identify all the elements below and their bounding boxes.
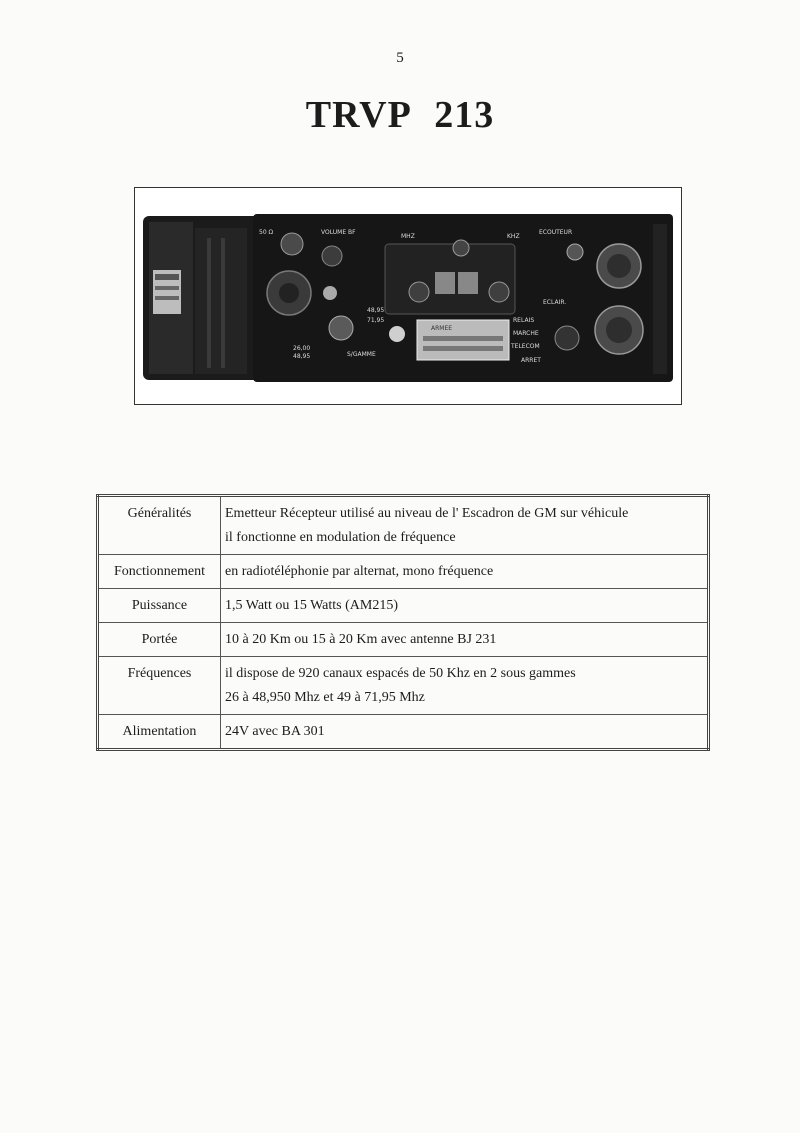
spec-row: Fréquences il dispose de 920 canaux espac… [97, 656, 709, 715]
spec-row: Portée 10 à 20 Km ou 15 à 20 Km avec ante… [97, 622, 709, 657]
spec-value: il dispose de 920 canaux espacés de 50 K… [220, 656, 709, 715]
photo-freq-high-label: 48,95 [367, 307, 384, 314]
photo-plate-label: ARMEE [431, 325, 452, 332]
spec-value: Emetteur Récepteur utilisé au niveau de … [220, 495, 709, 555]
spec-value-line: 1,5 Watt ou 15 Watts (AM215) [225, 598, 398, 613]
photo-freq-a-label: 26,00 [293, 345, 310, 352]
spec-value-line: il dispose de 920 canaux espacés de 50 K… [225, 666, 576, 681]
spec-value: 24V avec BA 301 [220, 714, 709, 750]
specifications-table: Généralités Emetteur Récepteur utilisé au… [96, 494, 710, 751]
spec-label: Portée [97, 622, 221, 657]
spec-value-line: en radiotéléphonie par alternat, mono fr… [225, 564, 494, 579]
photo-eclair-label: ECLAIR. [543, 299, 566, 306]
spec-label: Généralités [97, 495, 221, 555]
photo-khz-label: KHZ [507, 233, 520, 240]
spec-value-line: 26 à 48,950 Mhz et 49 à 71,95 Mhz [225, 690, 425, 705]
photo-telecom-label: TELECOM [510, 343, 540, 350]
spec-label: Fréquences [97, 656, 221, 715]
photo-freq-low-label: 71,95 [367, 317, 384, 324]
spec-row: Alimentation 24V avec BA 301 [97, 714, 709, 750]
spec-row: Fonctionnement en radiotéléphonie par alt… [97, 554, 709, 589]
spec-value: en radiotéléphonie par alternat, mono fr… [220, 554, 709, 589]
photo-marche-label: MARCHE [513, 330, 539, 337]
spec-row: Puissance 1,5 Watt ou 15 Watts (AM215) [97, 588, 709, 623]
photo-volume-label: VOLUME BF [321, 229, 356, 236]
spec-value-line: Emetteur Récepteur utilisé au niveau de … [225, 506, 629, 521]
spec-value: 10 à 20 Km ou 15 à 20 Km avec antenne BJ… [220, 622, 709, 657]
spec-value-line: 24V avec BA 301 [225, 724, 325, 739]
spec-label: Puissance [97, 588, 221, 623]
photo-relais-label: RELAIS [513, 317, 534, 324]
spec-row: Généralités Emetteur Récepteur utilisé au… [97, 495, 709, 555]
photo-antenna-label: 50 Ω [259, 229, 274, 236]
radio-photo: VOLUME BF MHZ KHZ ECOUTEUR ECLAIR. RELAI… [134, 187, 682, 405]
spec-label: Fonctionnement [97, 554, 221, 589]
radio-front-panel-image: VOLUME BF MHZ KHZ ECOUTEUR ECLAIR. RELAI… [143, 214, 673, 382]
photo-mhz-label: MHZ [401, 233, 415, 240]
page-title: TRVP 213 [305, 94, 495, 136]
spec-value-line: 10 à 20 Km ou 15 à 20 Km avec antenne BJ… [225, 632, 497, 647]
photo-freq-b-label: 48,95 [293, 353, 310, 360]
photo-arret-label: ARRET [521, 357, 541, 364]
spec-label: Alimentation [97, 714, 221, 750]
spec-value-line: il fonctionne en modulation de fréquence [225, 530, 456, 545]
photo-ecouteur-label: ECOUTEUR [539, 229, 572, 236]
spec-value: 1,5 Watt ou 15 Watts (AM215) [220, 588, 709, 623]
page-number: 5 [396, 50, 404, 66]
photo-gamme-label: S/GAMME [347, 351, 376, 358]
